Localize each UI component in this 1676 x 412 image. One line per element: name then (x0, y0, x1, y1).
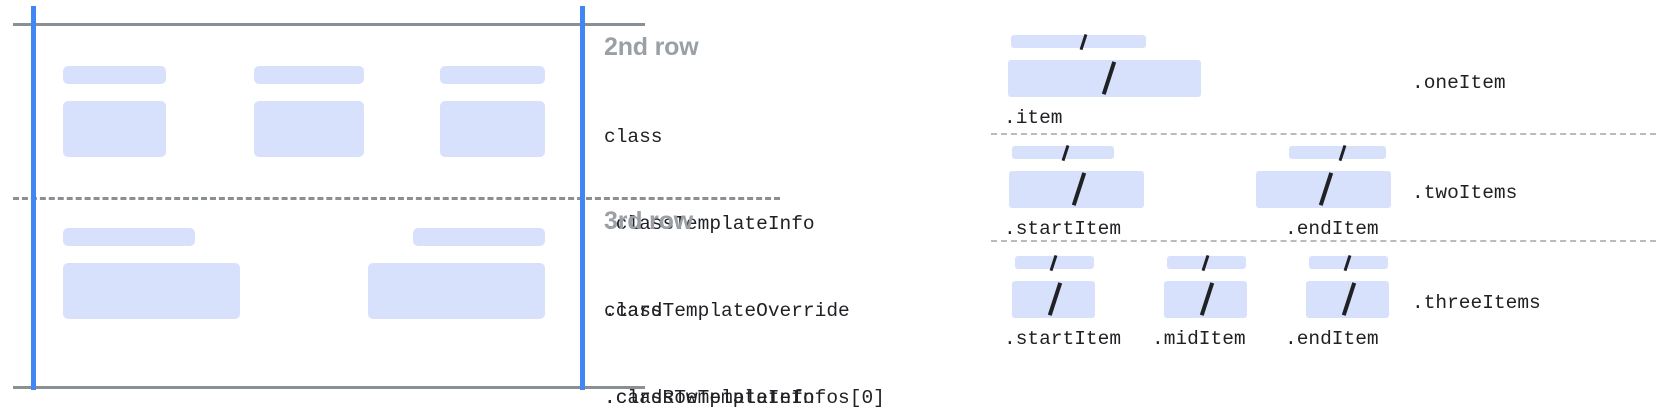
slot-end-item (1256, 145, 1406, 208)
preview-row-3 (0, 197, 660, 387)
preview-bar (63, 66, 166, 84)
slot-item (1008, 34, 1208, 97)
slot-label: .midItem (1152, 328, 1246, 350)
row-divider-dashed (13, 197, 780, 200)
preview-box (440, 101, 545, 157)
slot-label: .startItem (1004, 328, 1122, 350)
preview-bar (440, 66, 545, 84)
code-line: .classTemplateInfo (604, 387, 815, 409)
slot-label: .item (1004, 107, 1063, 129)
preview-bar (254, 66, 364, 84)
slot-end-item (1306, 255, 1406, 318)
preview-box (368, 263, 545, 319)
variant-one-item: .item .oneItem (0, 0, 1676, 135)
slot-mid-item (1164, 255, 1264, 318)
row-title: 2nd row (604, 33, 699, 61)
row-description-2: 2nd row class .classTemplateInfo .cardTe… (604, 32, 885, 412)
card-left-guide (31, 6, 36, 390)
code-line: class (604, 300, 663, 322)
code-line: .classTemplateInfo (604, 213, 815, 235)
variant-three-items: .startItem .midItem .endItem .threeItems (0, 240, 1676, 360)
variant-type-label: .twoItems (1412, 182, 1518, 204)
row-code-path: class .classTemplateInfo .cardTemplateOv… (604, 239, 885, 412)
preview-box (63, 263, 240, 319)
card-bottom-border (13, 386, 645, 389)
preview-box (254, 101, 364, 157)
slot-bar (1289, 146, 1386, 159)
code-line: .cardTemplateOverride (604, 300, 850, 322)
variant-two-items: .startItem .endItem .twoItems (0, 133, 1676, 242)
slot-start-item (1012, 255, 1112, 318)
slot-start-item (1009, 145, 1159, 208)
row-description-3: 3rd row class .classTemplateInfo .cardTe… (604, 206, 885, 412)
variant-type-label: .oneItem (1412, 72, 1506, 94)
variant-separator (991, 133, 1656, 135)
slot-label: .endItem (1285, 218, 1379, 240)
preview-bar (63, 228, 195, 246)
slot-label: .startItem (1004, 218, 1122, 240)
row-title: 3rd row (604, 207, 693, 235)
slot-bar (1011, 35, 1146, 48)
code-line: .cardRowTemplateInfos[0] (604, 387, 885, 409)
variant-type-label: .threeItems (1412, 292, 1541, 314)
preview-row-2 (0, 0, 660, 197)
preview-box (63, 101, 166, 157)
row-code-path: class .classTemplateInfo .cardTemplateOv… (604, 65, 885, 412)
slot-label: .endItem (1285, 328, 1379, 350)
variant-separator (991, 240, 1656, 242)
preview-bar (413, 228, 545, 246)
card-top-border (13, 23, 645, 26)
card-right-guide (580, 6, 585, 390)
code-line: class (604, 126, 663, 148)
left-card-preview (0, 0, 780, 412)
